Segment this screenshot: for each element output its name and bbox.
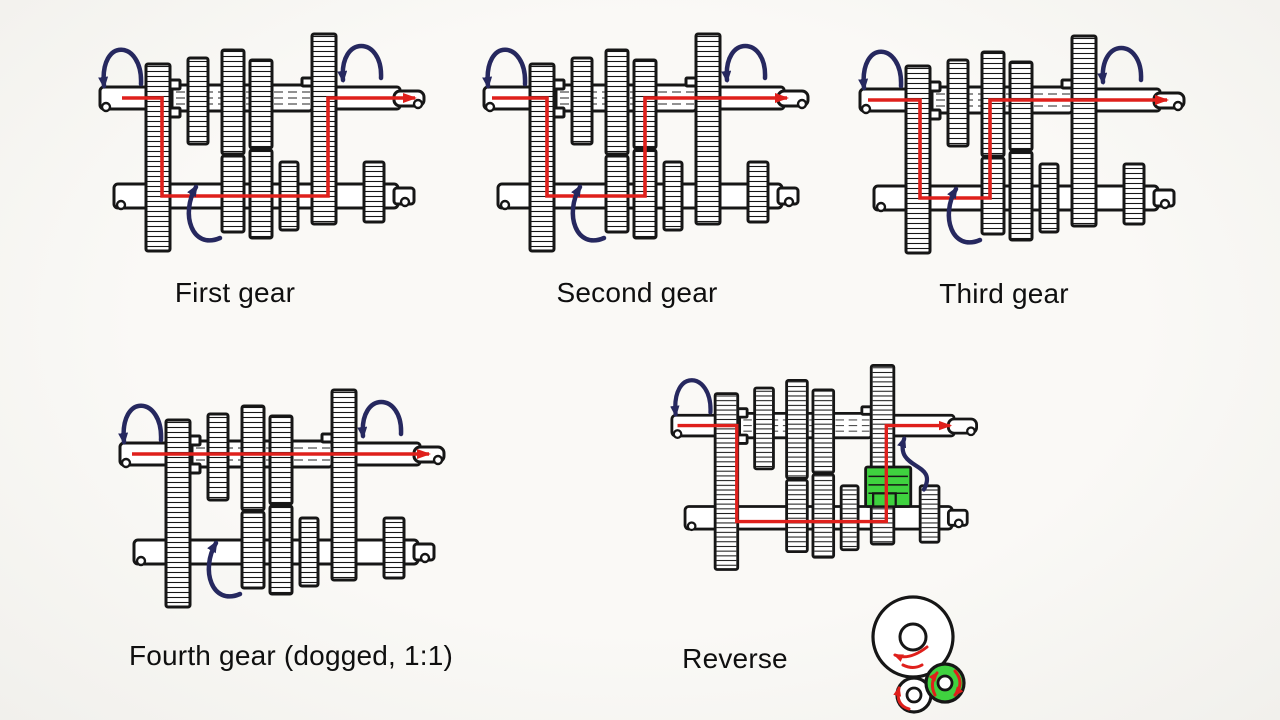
reverse-idler-highlight — [864, 465, 913, 508]
power-flow-arrow — [492, 93, 789, 198]
gearbox-linework — [118, 388, 446, 609]
third-gear-diagram — [858, 34, 1186, 255]
panel-label-second-gear: Second gear — [556, 277, 718, 308]
rotation-arrow-input-icon — [482, 47, 528, 89]
rotation-arrow-countershaft-icon — [946, 186, 983, 245]
panel-third-gear — [856, 26, 1196, 278]
power-flow-arrow — [677, 420, 953, 524]
panel-second-gear — [480, 24, 820, 276]
rotation-arrows — [858, 45, 1144, 245]
rotation-arrow-output-reversed-icon — [897, 436, 929, 492]
second-gear-diagram — [482, 32, 810, 253]
power-flow-arrow — [122, 93, 417, 198]
rotation-arrow-countershaft-icon — [570, 184, 607, 243]
gearbox-linework — [858, 34, 1186, 255]
rotation-arrow-countershaft-icon — [206, 540, 243, 599]
rotation-arrow-input-icon — [670, 378, 713, 418]
reverse-idler-inset — [845, 585, 995, 720]
gearbox-linework — [670, 363, 979, 571]
gearbox-linework — [482, 32, 810, 253]
panel-label-first-gear: First gear — [174, 277, 296, 308]
rotation-arrow-output-icon — [1097, 45, 1144, 85]
reverse-gear-diagram — [670, 363, 979, 571]
rotation-arrows — [670, 378, 929, 492]
rotation-arrow-output-icon — [721, 43, 768, 83]
first-gear-diagram — [98, 32, 426, 253]
rotation-arrow-output-icon — [337, 43, 384, 83]
panel-reverse — [668, 356, 988, 593]
rotation-arrows — [98, 43, 384, 243]
panel-label-reverse: Reverse — [682, 643, 788, 674]
rotation-arrows — [482, 43, 768, 243]
gearbox-linework — [98, 32, 426, 253]
rotation-arrows — [118, 399, 404, 599]
rotation-arrow-input-icon — [858, 49, 904, 91]
panel-label-third-gear: Third gear — [939, 278, 1069, 309]
idler-rotation-arrows — [893, 645, 964, 711]
rotation-arrow-input-icon — [98, 47, 144, 89]
panel-first-gear — [96, 24, 436, 276]
panel-fourth-gear — [116, 380, 456, 632]
fourth-gear-diagram — [118, 388, 446, 609]
panel-label-fourth-gear: Fourth gear (dogged, 1:1) — [128, 640, 454, 671]
idler-mesh-circles — [871, 595, 966, 714]
reverse-idler-mesh-diagram — [871, 595, 966, 714]
rotation-arrow-input-icon — [118, 403, 164, 445]
rotation-arrow-countershaft-icon — [186, 184, 223, 243]
rotation-arrow-output-icon — [357, 399, 404, 439]
